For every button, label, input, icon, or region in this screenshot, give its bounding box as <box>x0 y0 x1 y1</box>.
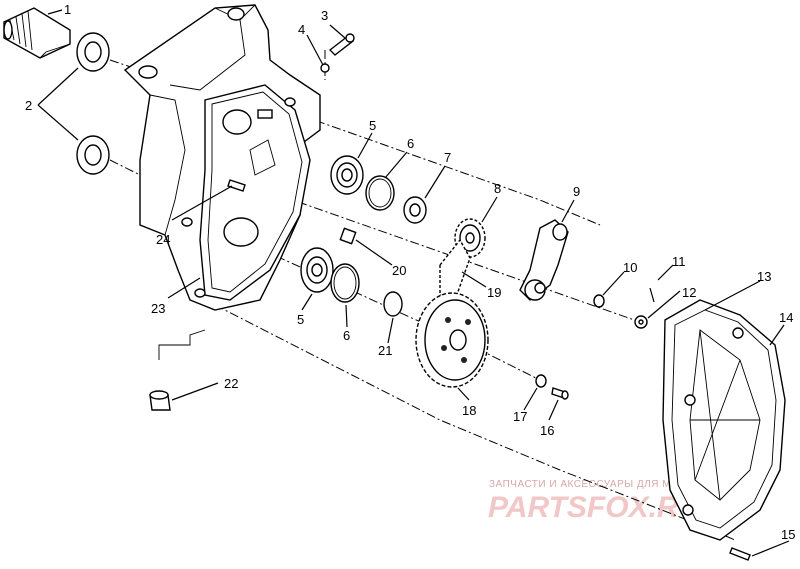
part-15-screw <box>729 547 751 561</box>
part-21-ring <box>383 291 403 317</box>
callout-22: 22 <box>224 376 238 391</box>
callout-16: 16 <box>540 423 554 438</box>
callout-21: 21 <box>378 343 392 358</box>
part-17-washer <box>535 374 547 388</box>
part-9-tensioner-arm <box>519 219 569 301</box>
callout-18: 18 <box>462 403 476 418</box>
callout-14: 14 <box>779 310 793 325</box>
callout-12: 12 <box>682 285 696 300</box>
callout-5-upper: 5 <box>369 118 376 133</box>
watermark-brand: PARTSFOX.RU <box>488 491 702 524</box>
callout-19: 19 <box>487 285 501 300</box>
part-4-washer <box>320 63 330 73</box>
callout-10: 10 <box>623 260 637 275</box>
callout-1: 1 <box>64 2 71 17</box>
part-19-chain <box>439 238 471 301</box>
callout-6-upper: 6 <box>407 136 414 151</box>
watermark: ЗАПЧАСТИ И АКСЕССУАРЫ ДЛЯ МОТОТЕХНИКИ PA… <box>488 479 744 524</box>
watermark-tagline: ЗАПЧАСТИ И АКСЕССУАРЫ ДЛЯ МОТОТЕХНИКИ <box>489 479 744 490</box>
part-7-seal <box>403 196 427 224</box>
callout-11: 11 <box>672 254 686 269</box>
callout-6-lower: 6 <box>343 328 350 343</box>
callout-13: 13 <box>757 269 771 284</box>
callout-24: 24 <box>156 232 170 247</box>
callout-17: 17 <box>513 409 527 424</box>
leader-lines <box>37 9 790 557</box>
callout-5-lower: 5 <box>297 312 304 327</box>
callout-2: 2 <box>25 98 32 113</box>
part-5-bearing-lower <box>300 247 334 293</box>
gearcase-housing <box>123 4 321 311</box>
part-3-bolt <box>328 33 355 56</box>
part-18-gear <box>415 292 489 388</box>
part-5-bearing-upper <box>330 155 364 195</box>
part-20-nut <box>339 227 357 245</box>
callout-23: 23 <box>151 301 165 316</box>
callouts: 1 2 3 4 5 6 7 8 9 10 11 12 13 14 15 16 1… <box>25 2 795 542</box>
callout-15: 15 <box>781 527 795 542</box>
part-2-seals <box>76 32 110 175</box>
part-1-shaft <box>3 7 71 59</box>
part-6-oring-lower <box>330 263 360 303</box>
part-14-cover <box>662 299 786 541</box>
callout-7: 7 <box>444 150 451 165</box>
part-22-drain-plug <box>149 329 206 411</box>
callout-9: 9 <box>573 184 580 199</box>
part-8-sprocket <box>454 218 486 258</box>
callout-20: 20 <box>392 263 406 278</box>
part-10-washer <box>593 294 605 308</box>
part-6-oring-upper <box>365 175 395 211</box>
part-12-nut <box>634 315 648 329</box>
part-16-bolt <box>551 387 569 400</box>
part-24-stud <box>227 179 246 192</box>
callout-3: 3 <box>321 8 328 23</box>
callout-8: 8 <box>494 181 501 196</box>
part-11-pin <box>649 287 655 303</box>
callout-4: 4 <box>298 22 305 37</box>
